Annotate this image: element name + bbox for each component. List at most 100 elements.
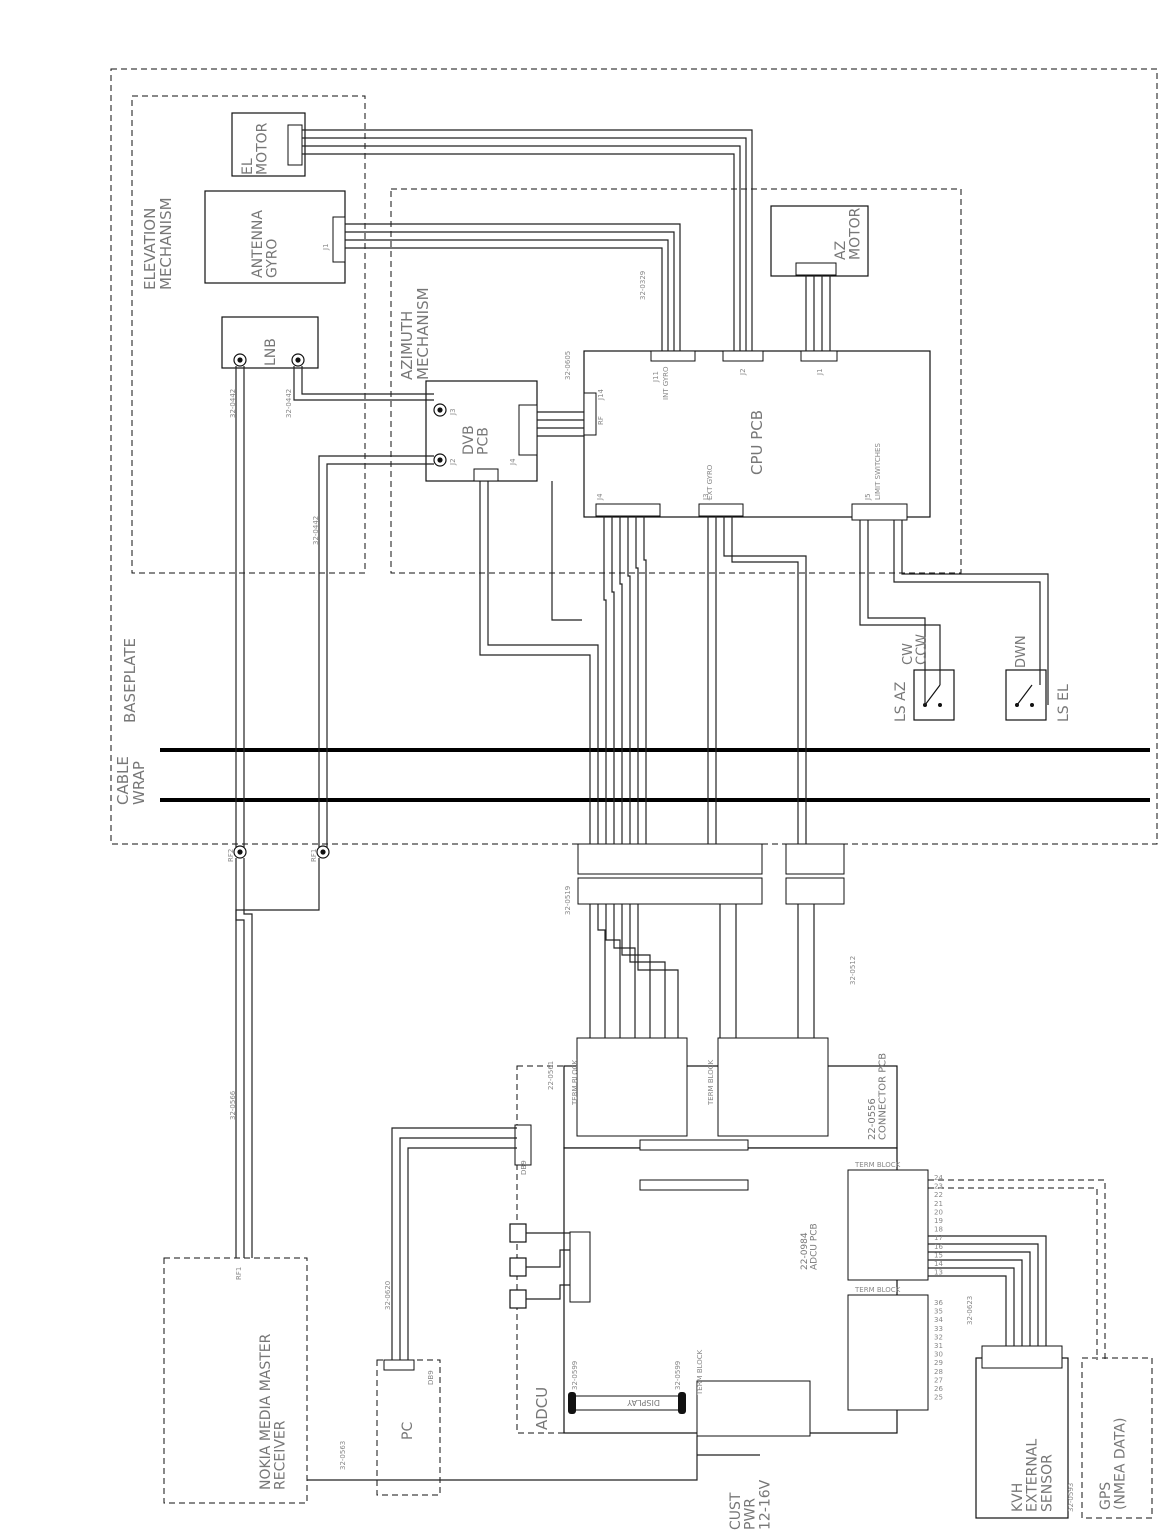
terminal-number: 31 (934, 1342, 943, 1350)
cable-label-13: 32-0623 (966, 1296, 974, 1325)
connector-db9-adcu: DB9 (520, 1160, 528, 1175)
connector-rf-cpu: RF (597, 416, 605, 425)
adcu-switch-block (569, 1231, 591, 1303)
connector-j1-cpu: J1 (816, 368, 824, 376)
terminal-number: 13 (934, 1269, 943, 1277)
cable-label-2: 32-0442 (285, 389, 293, 418)
terminal-number: 34 (934, 1316, 943, 1324)
lnb-label: LNB (263, 338, 279, 366)
connector-int-gyro: INT GYRO (662, 366, 670, 400)
cpu-j5 (851, 503, 908, 521)
dvb-pcb-j4 (518, 404, 538, 456)
cable-label-3: 32-0442 (312, 516, 320, 545)
terminal-number: 35 (934, 1308, 943, 1316)
connector-j2-cpu: J2 (739, 368, 747, 376)
terminal-number: 15 (934, 1251, 943, 1259)
cable-label-1: 32-0442 (229, 389, 237, 418)
cpu-j11 (650, 350, 696, 362)
terminal-number: 17 (934, 1234, 943, 1242)
connector-j2-dvb: J2 (449, 458, 457, 466)
azimuth-boundary (390, 188, 962, 574)
cable-label-11: 32-0599 (571, 1361, 579, 1390)
connector-rf2: RF2 (227, 849, 235, 862)
terminal-number: 33 (934, 1325, 943, 1333)
connector-rf1: RF1 (310, 849, 318, 862)
adcu-switch-2 (509, 1257, 527, 1277)
terminal-number: 32 (934, 1333, 943, 1341)
adcu-switch-1 (509, 1223, 527, 1243)
pc-db9-block (383, 1359, 415, 1371)
connector-j4-cpu: J4 (596, 493, 604, 501)
j13-terminal-strip-lower (785, 877, 845, 905)
kvh-sensor-label: KVHEXTERNALSENSOR (1010, 1439, 1055, 1512)
el-motor-connector (287, 124, 303, 166)
el-motor-label: ELMOTOR (240, 122, 271, 175)
ls-el-switch (1016, 684, 1033, 706)
cpu-pcb-label: CPU PCB (748, 410, 766, 475)
connector-j3-cpu: J3 (702, 493, 710, 501)
nokia-label: NOKIA MEDIA MASTERRECEIVER (258, 1333, 289, 1490)
cpu-j2 (722, 350, 764, 362)
cpu-j14 (583, 392, 597, 436)
terminal-number: 24 (934, 1174, 943, 1182)
gps-label: GPS(NMEA DATA) (1098, 1418, 1129, 1510)
elevation-boundary (131, 95, 366, 574)
cable-label-7: 32-0519 (564, 886, 572, 915)
az-motor-label: AZMOTOR (833, 207, 864, 260)
connector-j11-cpu: J11 (652, 371, 660, 383)
cable-label-8: 32-0512 (849, 956, 857, 985)
gps-boundary (1081, 1357, 1153, 1519)
term-block-label-1: TERM BLOCK (571, 1059, 579, 1106)
terminal-number: 16 (934, 1243, 943, 1251)
term-block-label-2: TERM BLOCK (707, 1059, 715, 1106)
cpu-j1 (800, 350, 838, 362)
terminal-number: 27 (934, 1376, 943, 1384)
connector-j14-cpu: J14 (597, 388, 605, 401)
connector-j1-gyro: J1 (322, 243, 330, 251)
cpu-j4 (595, 503, 661, 517)
baseplate-label: BASEPLATE (121, 638, 139, 723)
ls-az-dirs-label: CWCCW (901, 634, 930, 665)
antenna-gyro-box (204, 190, 346, 284)
cable-label-14: 32-0593 (1067, 1483, 1075, 1512)
kvh-sensor-box (975, 1357, 1069, 1519)
terminal-number: 22 (934, 1191, 943, 1199)
ls-az-box (913, 669, 955, 721)
connector-j3-dvb: J3 (449, 408, 457, 416)
antenna-gyro-connector (332, 216, 346, 263)
ls-el-label: LS EL (1056, 684, 1072, 722)
ls-az-switch (924, 684, 941, 706)
ls-az-label: LS AZ (893, 682, 909, 722)
terminal-number: 23 (934, 1183, 943, 1191)
ribbon-j4 (639, 1179, 749, 1191)
term-block-mid (717, 1037, 829, 1137)
adcu-pcb-label: 22-0984ADCU PCB (800, 1223, 819, 1270)
connector-j4-dvb: J4 (509, 458, 517, 466)
terminal-number: 30 (934, 1351, 943, 1359)
j14-terminal-strip-lower (577, 877, 763, 905)
cable-label-15: 22-0561 (547, 1061, 555, 1090)
terminal-number: 21 (934, 1200, 943, 1208)
terminal-numbers: 2423222120191817161514133635343332313029… (934, 1174, 943, 1402)
kvh-sensor-connector (981, 1345, 1063, 1369)
term-block-label-5: TERM BLOCK (696, 1349, 704, 1396)
cpu-j3 (698, 503, 744, 517)
cust-pwr-term-block (696, 1380, 811, 1437)
antenna-gyro-label: ANTENNAGYRO (250, 210, 281, 278)
azimuth-label: AZIMUTHMECHANISM (398, 287, 432, 380)
ls-el-dir-label: DWN (1014, 635, 1029, 668)
wires (235, 129, 1106, 1481)
display-bar (571, 1395, 683, 1411)
cable-wrap-label: CABLEWRAP (114, 756, 148, 805)
display-label: DISPLAY (627, 1398, 660, 1407)
term-block-label-4: TERM BLOCK (854, 1286, 901, 1294)
display-end-right (678, 1392, 686, 1414)
terminal-number: 29 (934, 1359, 943, 1367)
j13-terminal-strip-upper (785, 843, 845, 875)
cable-label-9: 32-0605 (564, 351, 572, 380)
term-block-left (576, 1037, 688, 1137)
connector-limit-switches: LIMIT SWITCHES (874, 443, 882, 500)
cpu-pcb-box (583, 350, 931, 518)
cable-label-4: 32-0566 (229, 1090, 237, 1120)
